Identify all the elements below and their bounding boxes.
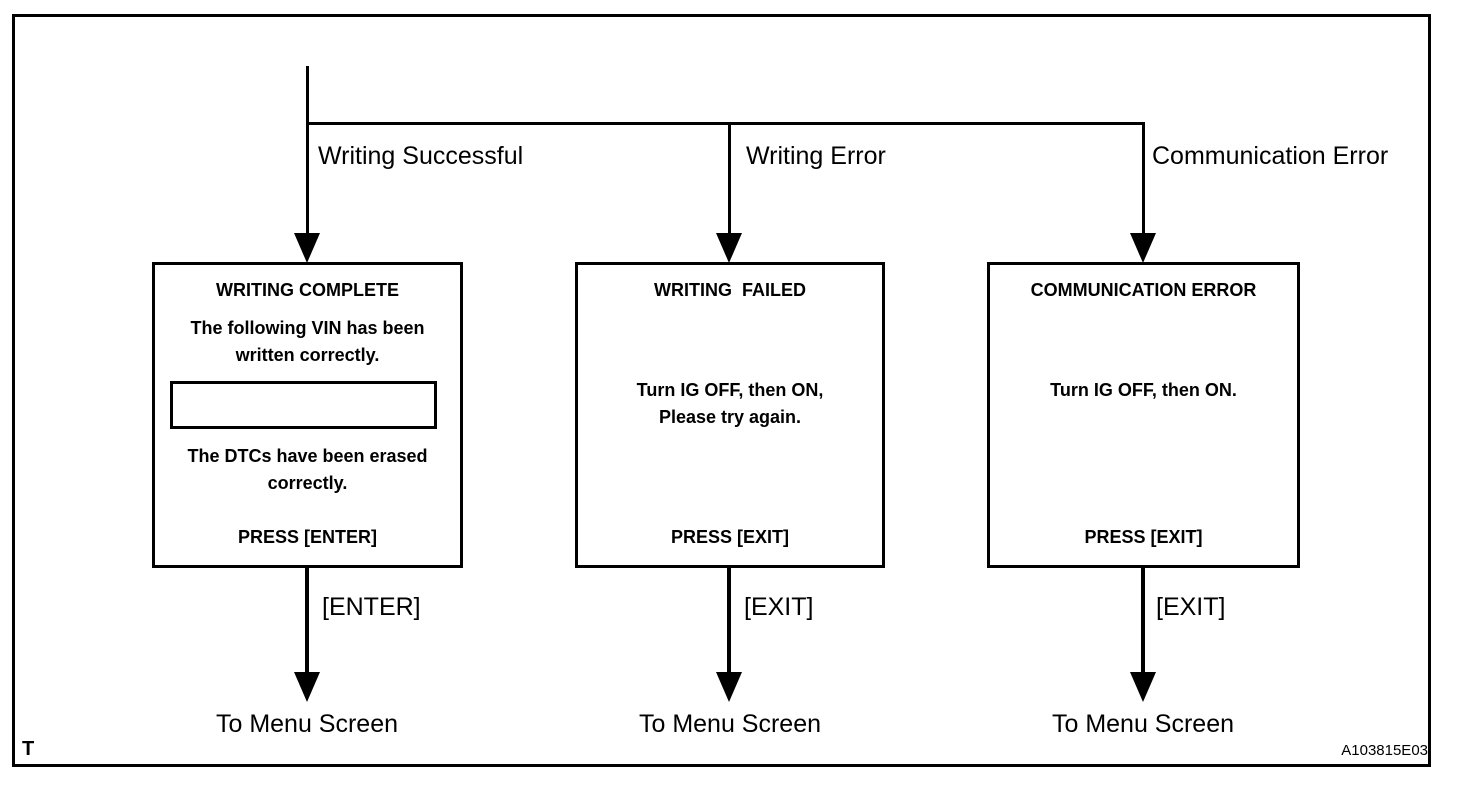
screen-message: Turn IG OFF, then ON, Please try again. (636, 380, 824, 427)
vin-display-field (170, 381, 437, 429)
arrowhead-down-icon (1130, 672, 1156, 702)
key-label-enter: [ENTER] (322, 593, 421, 621)
destination-label-menu-screen: To Menu Screen (215, 710, 399, 738)
screen-message: Turn IG OFF, then ON. (1050, 380, 1237, 400)
branch-line-communication-error (1142, 122, 1145, 236)
branch-condition-label-writing-successful: Writing Successful (318, 142, 524, 170)
screen-title: COMMUNICATION ERROR (1030, 280, 1257, 300)
press-key-instruction: PRESS [EXIT] (670, 527, 790, 547)
destination-label-menu-screen: To Menu Screen (1051, 710, 1235, 738)
screen-message-top: The following VIN has been written corre… (190, 318, 425, 365)
stem-line (306, 66, 309, 236)
screen-box-writing-failed: WRITING FAILED Turn IG OFF, then ON, Ple… (575, 262, 885, 568)
arrowhead-down-icon (716, 672, 742, 702)
press-key-instruction: PRESS [EXIT] (1084, 527, 1203, 547)
screen-box-communication-error: COMMUNICATION ERROR Turn IG OFF, then ON… (987, 262, 1300, 568)
screen-message-bottom: The DTCs have been erased correctly. (187, 446, 428, 493)
screen-title: WRITING FAILED (654, 280, 806, 300)
arrowhead-down-icon (1130, 233, 1156, 263)
arrowhead-down-icon (716, 233, 742, 263)
exit-arrow-line (727, 568, 731, 674)
outer-border-frame (12, 14, 1431, 767)
press-key-instruction: PRESS [ENTER] (237, 527, 378, 547)
branch-line-writing-error (728, 122, 731, 236)
branch-horizontal-line (306, 122, 1145, 125)
arrowhead-down-icon (294, 233, 320, 263)
corner-label: T (22, 738, 35, 760)
figure-code: A103815E03 (1341, 742, 1428, 759)
exit-arrow-line (1141, 568, 1145, 674)
arrowhead-down-icon (294, 672, 320, 702)
key-label-exit: [EXIT] (1156, 593, 1226, 621)
destination-label-menu-screen: To Menu Screen (638, 710, 822, 738)
branch-condition-label-writing-error: Writing Error (746, 142, 886, 170)
screen-box-writing-complete: WRITING COMPLETE The following VIN has b… (152, 262, 463, 568)
exit-arrow-line (305, 568, 309, 674)
screen-title: WRITING COMPLETE (216, 280, 399, 300)
key-label-exit: [EXIT] (744, 593, 814, 621)
branch-condition-label-communication-error: Communication Error (1152, 142, 1389, 170)
